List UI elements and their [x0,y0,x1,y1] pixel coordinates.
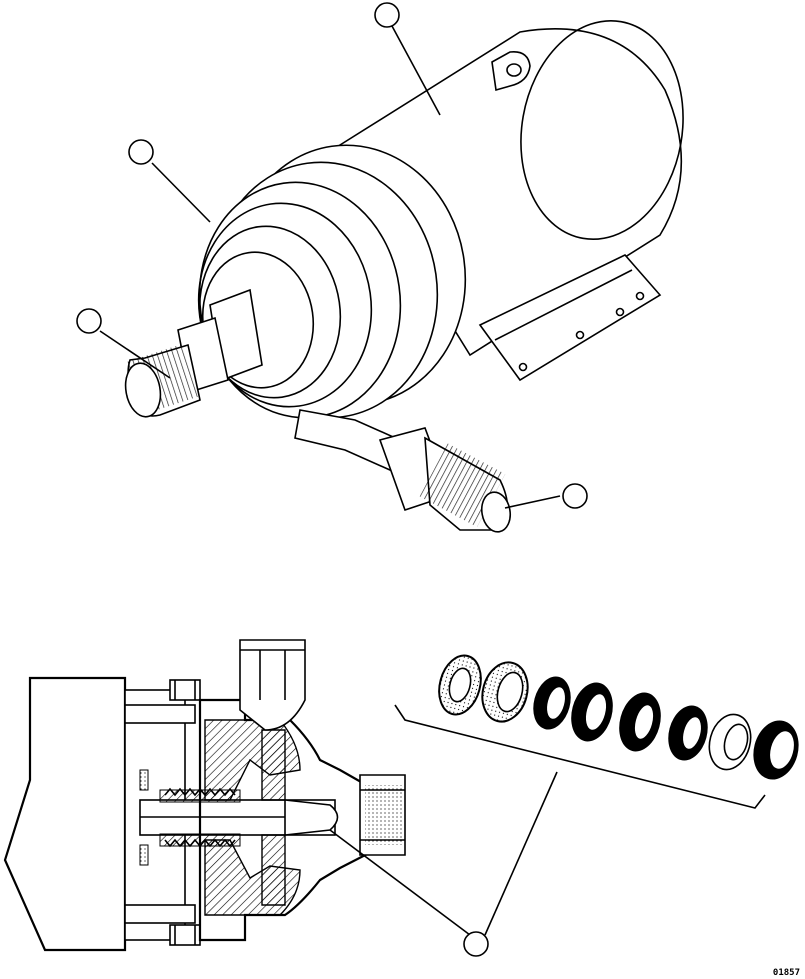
discharge-port [239,639,306,731]
seal-ring-4 [571,682,613,742]
callout-2 [128,139,154,165]
discharge-nozzle [294,409,512,533]
suction-nozzle [124,288,263,418]
leader-line-2 [151,162,211,223]
pump-cross-section [3,639,471,952]
leader-line-5a [329,829,471,936]
kit-bracket [394,704,766,809]
mounting-foot [478,254,662,382]
leader-line-3 [99,330,171,379]
impeller-hub [284,799,339,836]
seal-ring-5 [619,692,661,752]
seal-ring-6 [668,705,708,761]
seal-ring-1 [438,654,482,716]
callout-4 [562,483,588,509]
pump-assembly [76,2,684,533]
callout-3 [76,308,102,334]
mechanical-seal-section [139,769,241,866]
motor-end-block [3,676,127,952]
leader-line-4 [504,495,561,509]
seal-ring-3 [533,676,571,730]
callout-1 [374,2,400,28]
impeller-upper [261,729,286,801]
callout-5 [463,931,489,957]
figure-reference-number: 01857 [773,968,800,978]
leader-line-1 [391,25,441,116]
seal-kit-exploded [394,654,799,936]
seal-ring-8 [753,720,799,780]
seal-ring-2 [481,661,529,723]
impeller-lower [261,834,286,906]
seal-ring-7 [708,713,752,771]
leader-line-5b [484,771,558,936]
